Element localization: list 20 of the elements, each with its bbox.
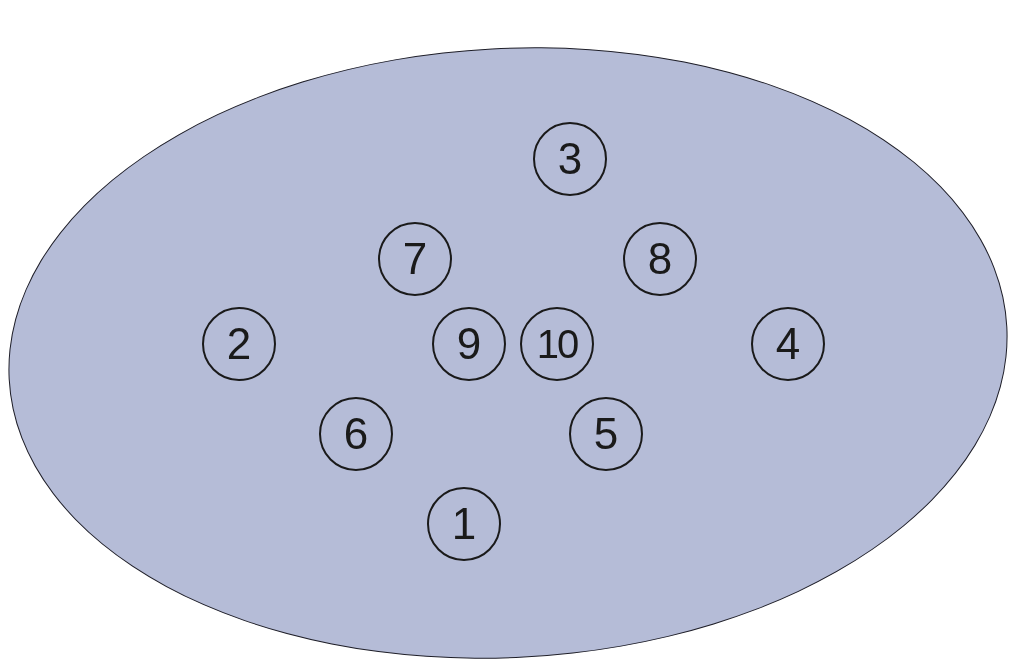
numbered-circle xyxy=(751,307,825,381)
numbered-circle xyxy=(569,397,643,471)
circle-number: 5 xyxy=(593,412,619,456)
numbered-circle xyxy=(319,397,393,471)
numbered-circle xyxy=(533,122,607,196)
numbered-circle xyxy=(623,222,697,296)
circle-number: 2 xyxy=(226,322,252,366)
numbered-circle xyxy=(202,307,276,381)
circle-number: 6 xyxy=(343,412,369,456)
circle-number: 7 xyxy=(402,237,428,281)
circle-number: 8 xyxy=(647,237,673,281)
circle-number: 9 xyxy=(456,322,482,366)
circle-number: 4 xyxy=(775,322,801,366)
numbered-circle xyxy=(378,222,452,296)
numbered-circle xyxy=(432,307,506,381)
numbered-circle xyxy=(520,307,594,381)
circle-number: 1 xyxy=(451,502,477,546)
circle-number: 10 xyxy=(536,324,578,364)
circle-number: 3 xyxy=(557,137,583,181)
numbered-circle xyxy=(427,487,501,561)
